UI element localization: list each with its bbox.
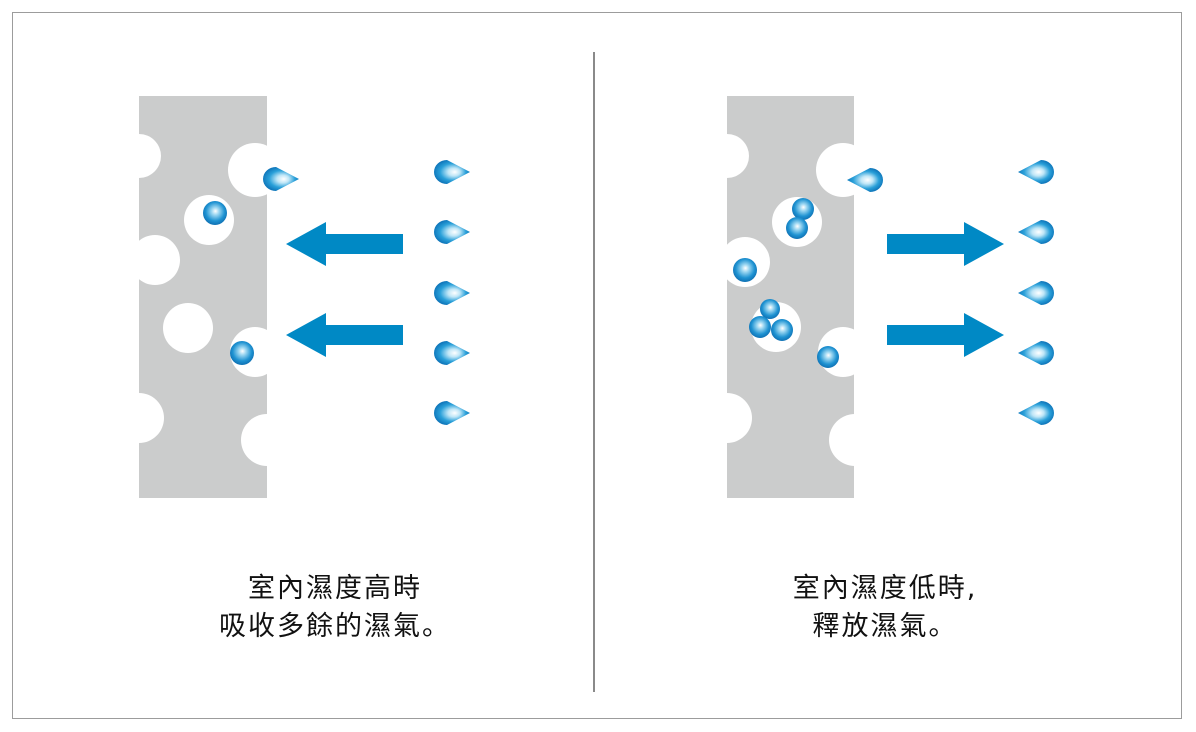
arrow-left-icon <box>286 313 403 357</box>
water-droplet-icon <box>434 341 470 365</box>
right-moisture-ball <box>771 319 793 341</box>
right-moisture-ball <box>760 299 780 319</box>
left-wall-pore <box>114 393 164 443</box>
right-caption-line-1: 室內濕度低時, <box>792 573 978 604</box>
diagram-frame <box>12 12 1182 719</box>
arrow-right-icon <box>887 313 1004 357</box>
right-caption: 室內濕度低時, 釋放濕氣。 <box>700 570 1070 646</box>
water-droplet-icon <box>434 220 470 244</box>
water-droplet-icon <box>1018 220 1054 244</box>
water-droplet-icon <box>1018 281 1054 305</box>
right-caption-line-2: 釋放濕氣。 <box>812 611 958 642</box>
right-moisture-ball <box>792 198 814 220</box>
left-caption-line-1: 室內濕度高時 <box>248 573 422 604</box>
right-wall-pore <box>816 143 870 197</box>
arrow-left-icon <box>286 222 403 266</box>
water-droplet-icon <box>263 167 299 191</box>
left-wall-pore <box>163 303 213 353</box>
left-caption-line-2: 吸收多餘的濕氣。 <box>219 611 451 642</box>
right-moisture-ball <box>786 217 808 239</box>
arrow-right-icon <box>887 222 1004 266</box>
panel-divider <box>593 52 595 692</box>
left-wall-pore <box>130 235 180 285</box>
water-droplet-icon <box>434 160 470 184</box>
right-moisture-ball <box>733 258 757 282</box>
left-moisture-ball <box>230 341 254 365</box>
left-wall-pore <box>241 414 293 466</box>
right-moisture-ball <box>817 346 839 368</box>
left-wall-pore <box>117 134 161 178</box>
left-moisture-ball <box>203 201 227 225</box>
water-droplet-icon <box>434 281 470 305</box>
left-porous-wall <box>114 96 293 498</box>
right-wall-pore <box>705 134 749 178</box>
water-droplet-icon <box>1018 401 1054 425</box>
left-caption: 室內濕度高時 吸收多餘的濕氣。 <box>150 570 520 646</box>
right-moisture-ball <box>749 316 771 338</box>
water-droplet-icon <box>1018 160 1054 184</box>
right-porous-wall <box>702 96 881 498</box>
water-droplet-icon <box>434 401 470 425</box>
right-wall-pore <box>702 393 752 443</box>
water-droplet-icon <box>1018 341 1054 365</box>
water-droplet-icon <box>847 168 883 192</box>
right-wall-pore <box>829 414 881 466</box>
